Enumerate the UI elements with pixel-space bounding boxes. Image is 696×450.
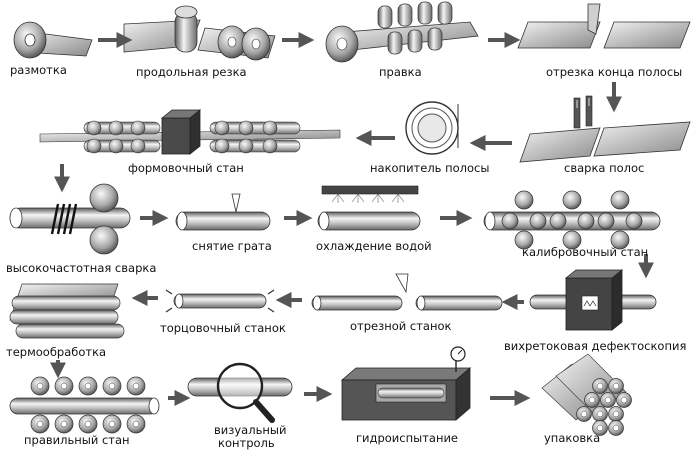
unwinding-icon (13, 21, 93, 59)
strip-welding-icon (519, 95, 691, 163)
label-forming-mill: формовочный стан (128, 161, 244, 175)
sizing-mill-icon (483, 190, 661, 250)
label-heat-treatment: термообработка (6, 345, 107, 359)
hydrotest-icon (340, 346, 472, 421)
heat-treatment-icon (9, 283, 125, 339)
label-packing: упаковка (544, 431, 601, 445)
label-slitting: продольная резка (136, 65, 247, 79)
label-eddy-current: вихретоковая дефектоскопия (504, 339, 687, 353)
packing-icon (541, 353, 632, 436)
label-cutoff-machine: отрезной станок (350, 319, 452, 333)
strip-accumulator-icon (405, 101, 459, 155)
slitting-icon (123, 5, 276, 61)
label-visual-control-line2: контроль (218, 436, 275, 450)
label-water-cooling: охлаждение водой (316, 239, 432, 253)
water-cooling-icon (317, 185, 421, 231)
eddy-current-icon (529, 269, 657, 331)
straightening-icon (325, 1, 479, 63)
label-facing-machine: торцовочный станок (160, 321, 286, 335)
deburring-icon (175, 193, 271, 231)
straightening-mill-icon (9, 376, 160, 434)
visual-control-icon (187, 362, 293, 423)
label-strip-accumulator: накопитель полосы (370, 161, 490, 175)
label-hf-welding: высокочастотная сварка (6, 261, 157, 275)
cutoff-machine-icon (311, 273, 503, 311)
label-visual-control-line1: визуальный (214, 423, 287, 437)
label-hydrotest: гидроиспытание (356, 431, 459, 445)
label-straightening-mill: правильный стан (24, 433, 130, 447)
flow-arrows (50, 32, 654, 406)
label-straightening: правка (379, 65, 422, 79)
hf-welding-icon (9, 183, 131, 255)
label-strip-welding: сварка полос (564, 161, 645, 175)
facing-machine-icon (165, 289, 275, 313)
label-deburring: снятие грата (192, 239, 272, 253)
end-cutting-icon (517, 3, 691, 49)
label-unwinding: размотка (10, 63, 67, 77)
forming-mill-icon (39, 109, 341, 155)
label-sizing-mill: калибровочный стан (522, 245, 649, 259)
label-end-cutting: отрезка конца полосы (546, 65, 683, 79)
